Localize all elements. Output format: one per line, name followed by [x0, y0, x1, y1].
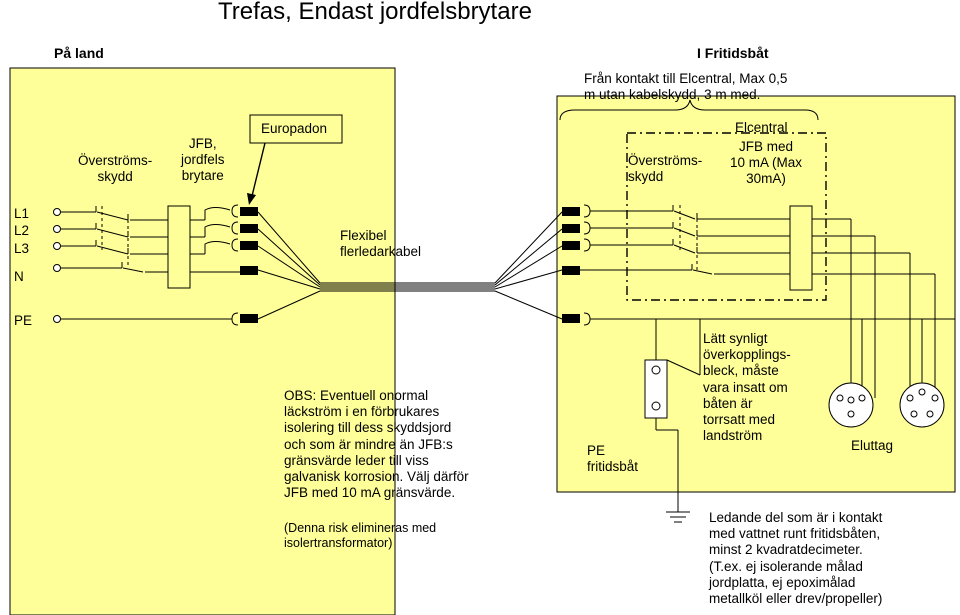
boat-overcurrent-label: Överströms- skydd [628, 153, 703, 185]
conductor-l3: L3 [14, 241, 30, 256]
europadon-label: Europadon [261, 121, 328, 136]
land-overcurrent-label: Överströms- skydd [78, 153, 153, 185]
boat-rcd-block [789, 205, 813, 291]
bonding-link [644, 359, 701, 419]
outlet-2 [899, 382, 945, 428]
section-boat: I Fritidsbåt [697, 45, 769, 61]
ground-note: Ledande del som är i kontakt med vattnet… [709, 510, 883, 606]
flexible-cable [257, 211, 563, 320]
obs-note: OBS: Eventuell onormal läckström i en fö… [284, 388, 469, 501]
conductor-n: N [14, 269, 24, 284]
pe-boat-label: PE fritidsbåt [587, 443, 639, 475]
boat-rcd-label: JFB med 10 mA (Max 30mA) [730, 139, 803, 187]
land-plug [231, 204, 258, 326]
conductor-pe: PE [14, 313, 33, 328]
land-rcd-block [167, 205, 191, 289]
land-rcd-label: JFB, jordfels brytare [181, 136, 225, 184]
outlet-1 [828, 382, 874, 428]
section-land: På land [54, 45, 104, 61]
land-wires [61, 206, 240, 320]
europadon-box [249, 114, 343, 144]
obs-note-2: (Denna risk elimineras med isolertransfo… [284, 521, 437, 550]
boat-panel [556, 95, 956, 493]
bleck-note: Lätt synligt överkopplings- bleck, måste… [703, 331, 791, 444]
elcentral-box [626, 132, 827, 301]
conductor-l1: L1 [14, 206, 30, 221]
ground-symbol [666, 511, 690, 523]
conductor-l2: L2 [14, 223, 30, 238]
boat-wires [580, 205, 955, 512]
land-terminals [53, 208, 61, 323]
elcentral-label: Elcentral [735, 120, 788, 135]
cable-length-brace [559, 99, 819, 121]
land-panel [9, 67, 396, 615]
outlet-label: Eluttag [851, 438, 894, 453]
page-title: Trefas, Endast jordfelsbrytare [218, 0, 532, 25]
cable-note: Från kontakt till Elcentral, Max 0,5 m u… [584, 71, 788, 103]
cable-label: Flexibel flerledarkabel [340, 228, 422, 260]
